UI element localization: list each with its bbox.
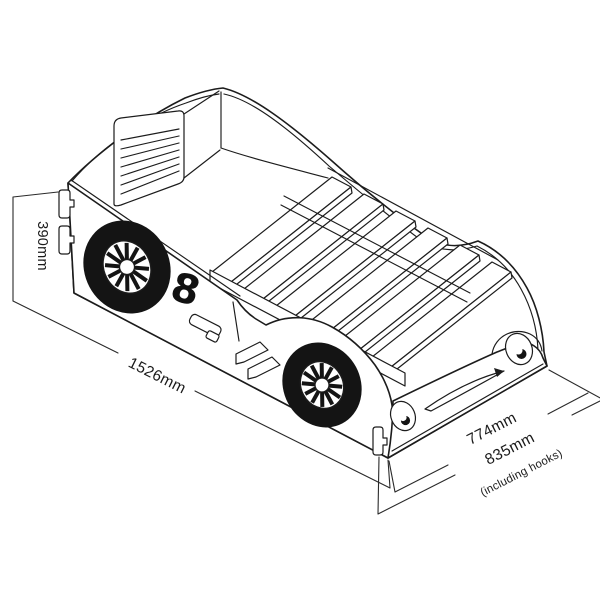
width-dimension-line — [388, 392, 589, 493]
width-with-hooks-dimension-line — [377, 369, 600, 515]
grille-louvres — [120, 128, 180, 195]
headboard-grille — [113, 90, 329, 207]
door-joint-line — [232, 301, 240, 342]
far-fender-arch — [491, 330, 543, 355]
front-hub — [314, 377, 330, 393]
front-fascia — [387, 330, 548, 459]
rear-wheel — [83, 220, 171, 314]
door-handle-detail — [188, 313, 222, 343]
centre-rail — [280, 195, 471, 303]
length-dimension-line — [12, 300, 391, 489]
hook-icon — [58, 189, 75, 219]
hook-icon — [58, 225, 75, 255]
smile-mouth — [424, 368, 505, 412]
headboard-thickness-line — [71, 93, 220, 182]
length-dimension-label: 1526mm — [125, 355, 188, 398]
exhaust-detail — [235, 341, 281, 380]
hook-icon — [372, 426, 388, 456]
height-dimension-label: 390mm — [34, 221, 50, 271]
headlight-eye-right — [504, 332, 534, 366]
headlight-eye-left — [389, 400, 417, 432]
far-rail-line — [327, 167, 499, 261]
car-bed-drawing: 8 — [58, 87, 548, 459]
height-dimension-line — [12, 191, 59, 302]
rear-hub — [118, 258, 136, 276]
height-dimension: 390mm — [12, 191, 59, 302]
front-wheel — [282, 342, 362, 428]
fascia-thickness-line — [391, 363, 544, 452]
